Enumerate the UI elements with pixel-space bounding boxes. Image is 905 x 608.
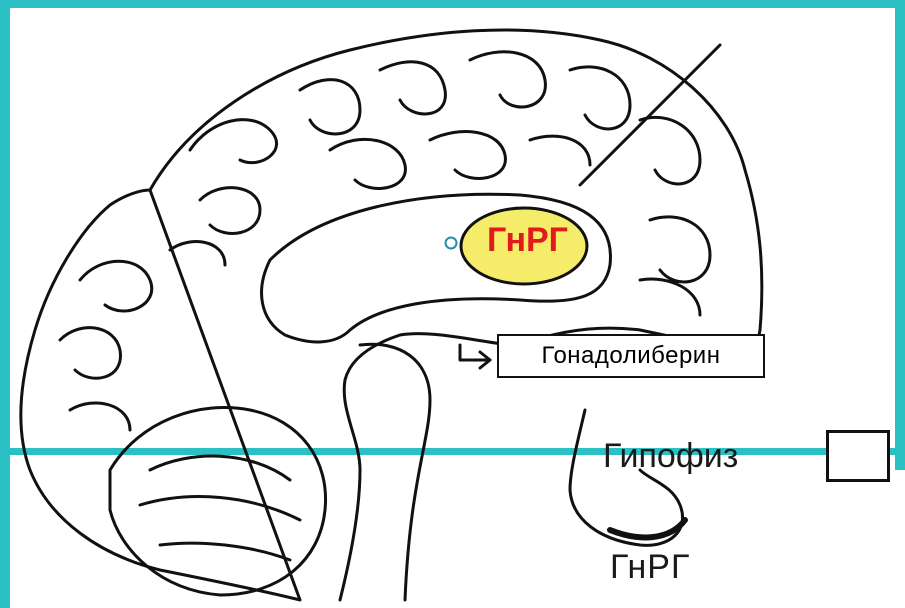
gnrg-highlight-label: ГнРГ bbox=[470, 221, 585, 260]
empty-answer-box bbox=[826, 430, 890, 482]
arrow-icon bbox=[460, 345, 490, 368]
gnrg-bottom-label: ГнРГ bbox=[610, 548, 690, 587]
circle-marker-icon bbox=[446, 238, 457, 249]
brainstem bbox=[360, 344, 430, 600]
hypophysis-label: Гипофиз bbox=[603, 437, 738, 476]
gonadoliberin-label-box: Гонадолиберин bbox=[497, 334, 765, 378]
gonadoliberin-label: Гонадолиберин bbox=[542, 342, 721, 370]
cerebellum bbox=[110, 408, 326, 596]
pituitary-outline bbox=[570, 410, 683, 545]
